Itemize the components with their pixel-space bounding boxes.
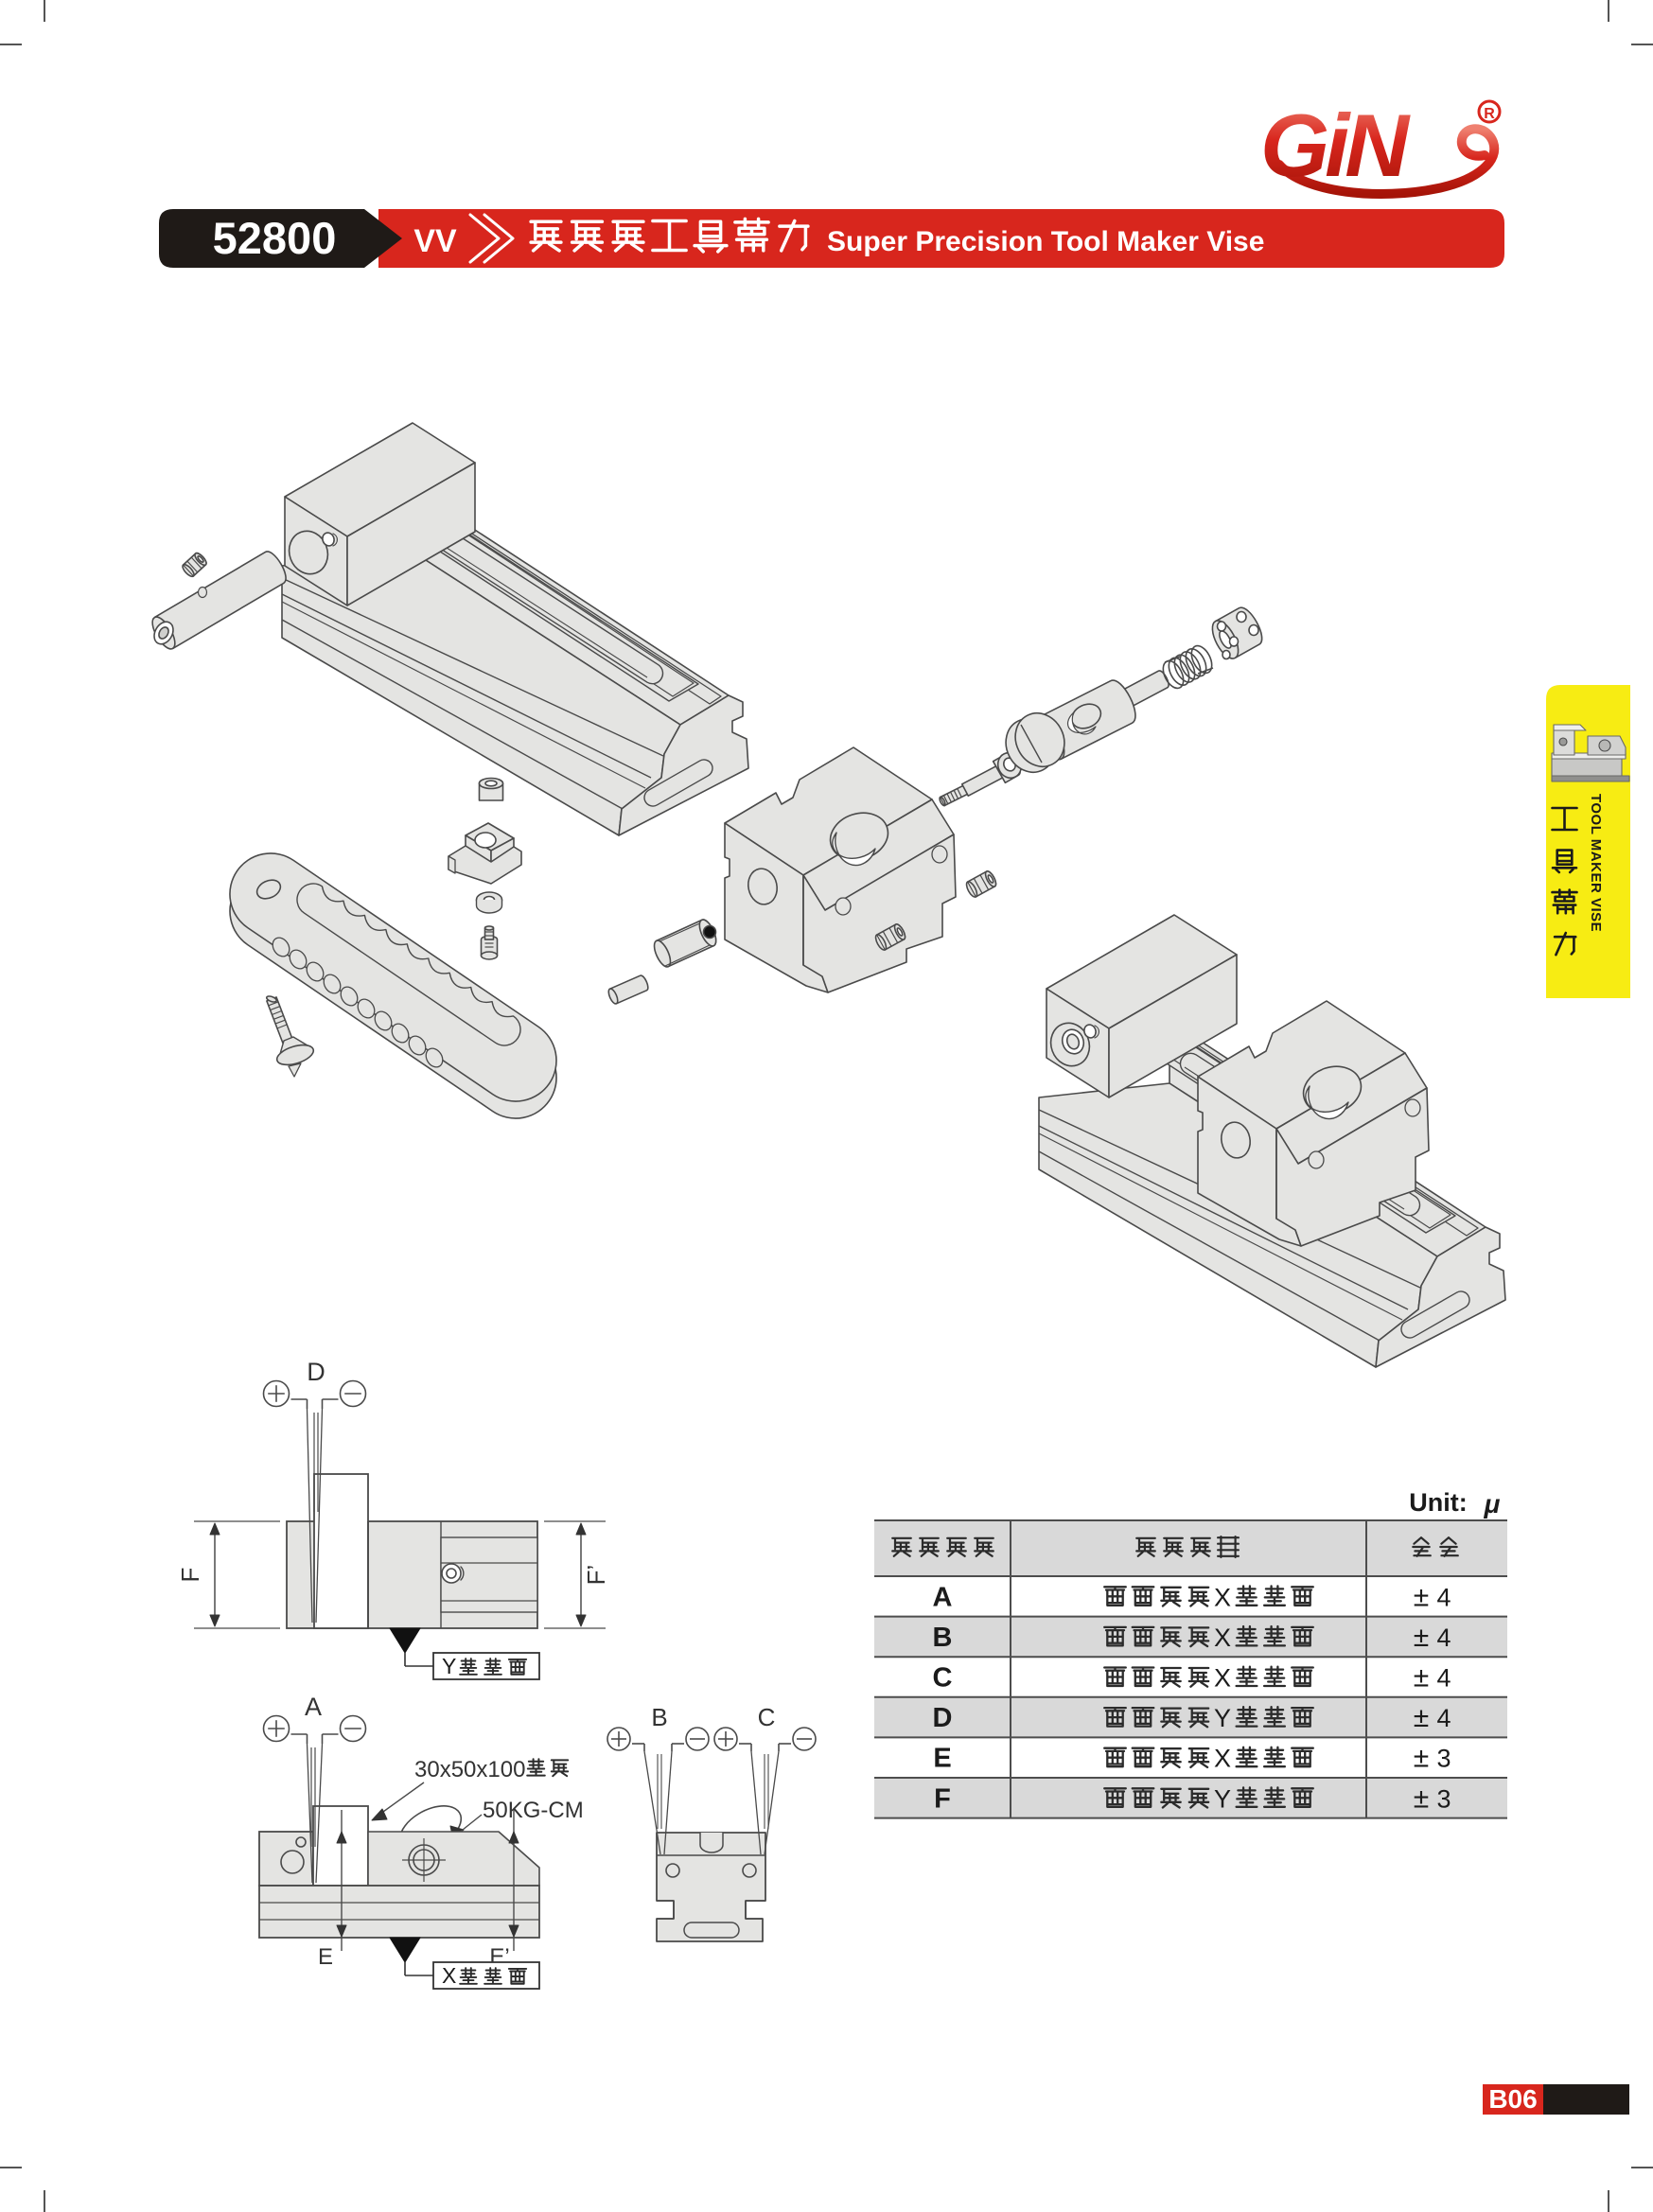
svg-text:±: ± — [1414, 1622, 1429, 1653]
svg-text:4: 4 — [1436, 1583, 1451, 1611]
svg-text:VV: VV — [413, 223, 457, 259]
svg-text:4: 4 — [1436, 1704, 1451, 1732]
svg-text:±: ± — [1414, 1702, 1429, 1733]
svg-text:52800: 52800 — [213, 213, 337, 263]
svg-text:μ: μ — [1484, 1489, 1501, 1519]
svg-text:Super Precision Tool Maker Vis: Super Precision Tool Maker Vise — [827, 226, 1264, 257]
svg-text:B06: B06 — [1488, 2084, 1537, 2114]
svg-text:X: X — [1214, 1664, 1231, 1693]
svg-text:C: C — [758, 1703, 776, 1731]
svg-text:±: ± — [1414, 1662, 1429, 1694]
svg-text:Y: Y — [442, 1654, 456, 1678]
svg-text:A: A — [933, 1582, 953, 1612]
svg-text:±: ± — [1414, 1581, 1429, 1612]
svg-text:F: F — [934, 1783, 951, 1814]
svg-text:X: X — [442, 1963, 456, 1988]
svg-text:A: A — [305, 1693, 322, 1721]
svg-text:X: X — [1214, 1583, 1231, 1611]
svg-text:B: B — [933, 1623, 953, 1653]
svg-text:30x50x100: 30x50x100 — [414, 1757, 525, 1782]
svg-text:4: 4 — [1436, 1664, 1451, 1693]
svg-text:Y: Y — [1214, 1704, 1231, 1732]
svg-text:4: 4 — [1436, 1624, 1451, 1652]
svg-text:R: R — [1484, 106, 1495, 122]
svg-text:B: B — [651, 1703, 667, 1731]
svg-text:GiN: GiN — [1260, 96, 1411, 195]
svg-text:E: E — [318, 1944, 333, 1970]
svg-text:D: D — [307, 1358, 325, 1386]
svg-text:±: ± — [1414, 1743, 1429, 1774]
svg-text:3: 3 — [1436, 1745, 1451, 1773]
svg-text:TOOL MAKER VISE: TOOL MAKER VISE — [1588, 794, 1604, 932]
svg-text:Y: Y — [1214, 1784, 1231, 1813]
svg-text:E: E — [933, 1744, 951, 1774]
svg-text:F: F — [176, 1568, 204, 1583]
svg-text:D: D — [933, 1703, 953, 1733]
svg-text:3: 3 — [1436, 1784, 1451, 1813]
svg-text:Unit:: Unit: — [1409, 1488, 1467, 1517]
svg-text:C: C — [933, 1663, 953, 1694]
svg-text:50KG-CM: 50KG-CM — [483, 1798, 584, 1823]
svg-text:X: X — [1214, 1745, 1231, 1773]
svg-text:X: X — [1214, 1624, 1231, 1652]
svg-text:F’: F’ — [582, 1565, 610, 1586]
svg-text:±: ± — [1414, 1782, 1429, 1814]
